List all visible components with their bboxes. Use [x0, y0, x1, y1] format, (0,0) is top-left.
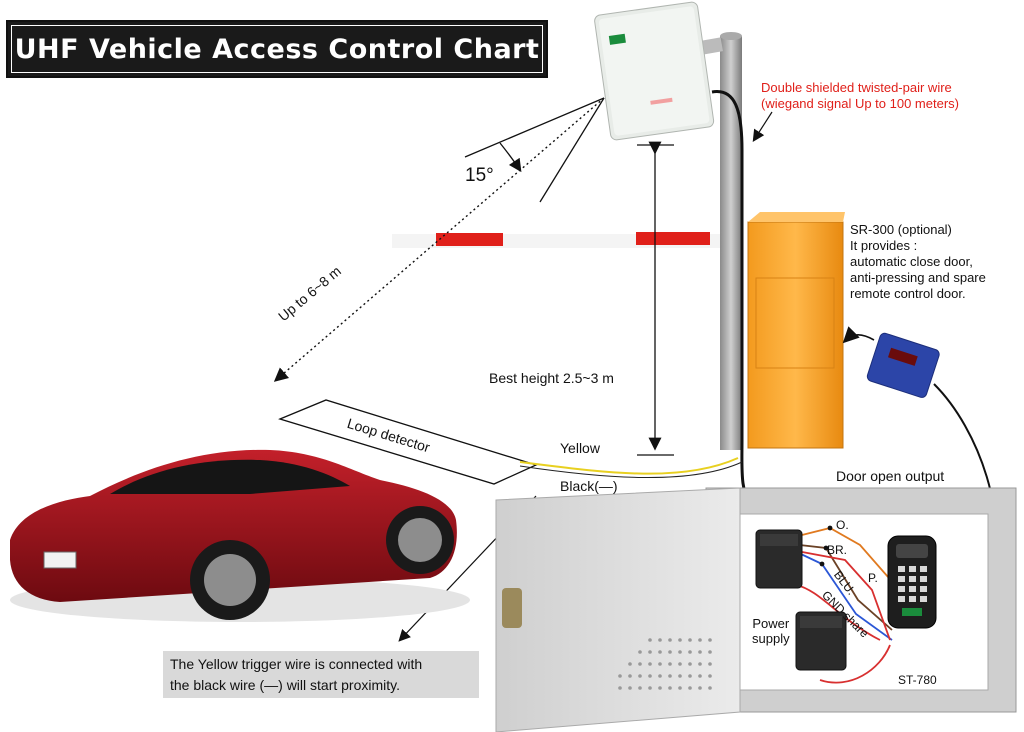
- black-wire: [519, 461, 743, 478]
- wire-label-br: BR.: [827, 543, 848, 557]
- barrier-description: SR-300 (optional) It provides : automati…: [850, 222, 986, 302]
- wire-note: Double shielded twisted-pair wire (wiega…: [761, 80, 959, 112]
- barrier-line2: It provides :: [850, 238, 918, 253]
- wire-junctions: [819, 525, 833, 567]
- power-line1: Power: [752, 616, 790, 631]
- title-banner: UHF Vehicle Access Control Chart: [6, 20, 548, 78]
- trigger-note-line1: The Yellow trigger wire is connected wit…: [170, 656, 423, 672]
- angle-label: 15°: [465, 165, 494, 186]
- uhf-reader-device: [594, 1, 715, 141]
- power-adapter-top: [755, 529, 803, 589]
- angle-indicator: [464, 97, 605, 203]
- keypad-model-label: ST-780: [898, 673, 937, 687]
- barrier-line4: anti-pressing and spare: [850, 270, 986, 285]
- power-line2: supply: [752, 631, 790, 646]
- barrier-line1: SR-300 (optional): [850, 222, 952, 237]
- height-dimension: [637, 141, 674, 456]
- door-output-label: Door open output: [836, 468, 945, 484]
- trigger-note-box: The Yellow trigger wire is connected wit…: [163, 651, 479, 698]
- wire-label-o: O.: [836, 518, 849, 532]
- wire-label-p: P.: [868, 571, 878, 585]
- barrier-line3: automatic close door,: [850, 254, 973, 269]
- yellow-wire-label: Yellow: [560, 440, 600, 456]
- internal-wiring: [781, 527, 896, 684]
- black-wire-label: Black(—): [560, 478, 618, 494]
- boom-arm: [392, 232, 722, 248]
- page-title: UHF Vehicle Access Control Chart: [14, 33, 540, 65]
- wire-note-pointer: [752, 111, 773, 143]
- title-frame: UHF Vehicle Access Control Chart: [11, 25, 543, 73]
- trigger-note-line2: the black wire (—) will start proximity.: [170, 677, 401, 693]
- remote-controller: [866, 332, 940, 398]
- barrier-gate-sr300: [747, 212, 845, 449]
- wire-note-line1: Double shielded twisted-pair wire: [761, 80, 952, 95]
- control-cabinet: [495, 487, 1017, 732]
- access-keypad-st780: [887, 535, 937, 629]
- barrier-line5: remote control door.: [850, 286, 966, 301]
- power-supply-label: Power supply: [752, 616, 790, 646]
- range-line: [273, 97, 605, 382]
- remote-arrow: [842, 326, 875, 344]
- power-adapter-bottom: [795, 611, 847, 671]
- height-label: Best height 2.5~3 m: [489, 370, 614, 386]
- wire-note-line2: (wiegand signal Up to 100 meters): [761, 96, 959, 111]
- yellow-wire: [519, 457, 739, 475]
- red-car: [10, 449, 470, 622]
